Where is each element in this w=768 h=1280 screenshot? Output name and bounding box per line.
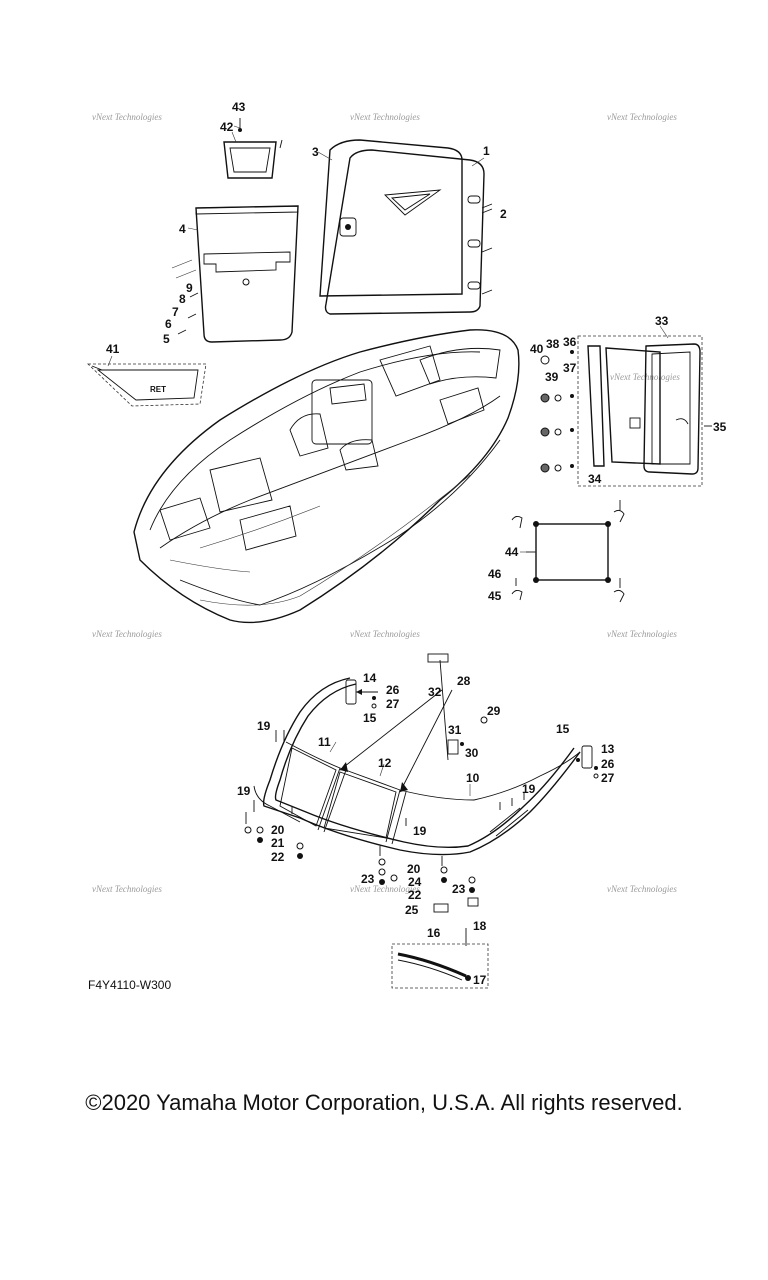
panel-label: RET [150, 385, 166, 394]
watermark: vNext Technologies [350, 884, 420, 894]
callout-4: 4 [179, 222, 186, 236]
callout-35: 35 [713, 420, 727, 434]
callout-13: 13 [601, 742, 615, 756]
callout-9: 9 [186, 281, 193, 295]
callout-26: 26 [386, 683, 400, 697]
watermark: vNext Technologies [92, 629, 162, 639]
leader-lines [107, 125, 669, 796]
callout-20: 20 [407, 862, 421, 876]
callout-24: 24 [408, 875, 422, 889]
callout-27: 27 [601, 771, 615, 785]
callout-20: 20 [271, 823, 285, 837]
callout-labels: 1 2 3 4 5 6 7 8 9 10 11 12 13 14 15 15 1… [106, 100, 727, 987]
callout-2: 2 [500, 207, 507, 221]
boat-hull [133, 329, 520, 624]
mat-44 [511, 500, 625, 603]
callout-18: 18 [473, 919, 487, 933]
callout-21: 21 [271, 836, 285, 850]
callout-39: 39 [545, 370, 559, 384]
callout-19: 19 [522, 782, 536, 796]
callout-15: 15 [363, 711, 377, 725]
callout-23: 23 [361, 872, 375, 886]
callout-27: 27 [386, 697, 400, 711]
callout-31: 31 [448, 723, 462, 737]
callout-26: 26 [601, 757, 615, 771]
callout-37: 37 [563, 361, 577, 375]
callout-19: 19 [413, 824, 427, 838]
callout-42: 42 [220, 120, 234, 134]
callout-11: 11 [318, 735, 331, 749]
panel-41: RET [87, 363, 207, 407]
hardware [244, 653, 599, 913]
door-panels-1-3 [319, 139, 493, 315]
callout-5: 5 [163, 332, 170, 346]
watermark: vNext Technologies [607, 629, 677, 639]
callout-6: 6 [165, 317, 172, 331]
callout-1: 1 [483, 144, 490, 158]
watermark: vNext Technologies [350, 112, 420, 122]
callout-36: 36 [563, 335, 577, 349]
watermark: vNext Technologies [350, 629, 420, 639]
callout-16: 16 [427, 926, 441, 940]
watermark: vNext Technologies [607, 112, 677, 122]
callout-28: 28 [457, 674, 471, 688]
callout-43: 43 [232, 100, 246, 114]
storage-bin-4 [171, 205, 299, 343]
callout-14: 14 [363, 671, 377, 685]
windshield-frame [253, 677, 581, 856]
tray-42 [223, 118, 283, 179]
watermark: vNext Technologies [92, 884, 162, 894]
callout-44: 44 [505, 545, 519, 559]
copyright-notice: ©2020 Yamaha Motor Corporation, U.S.A. A… [85, 1090, 683, 1115]
callout-3: 3 [312, 145, 319, 159]
callout-15: 15 [556, 722, 570, 736]
cabin-door-33 [540, 335, 712, 487]
callout-7: 7 [172, 305, 179, 319]
callout-25: 25 [405, 903, 419, 917]
watermark: vNext Technologies [607, 884, 677, 894]
callout-32: 32 [428, 685, 442, 699]
callout-33: 33 [655, 314, 669, 328]
callout-22: 22 [408, 888, 422, 902]
callout-29: 29 [487, 704, 501, 718]
callout-38: 38 [546, 337, 560, 351]
callout-19: 19 [257, 719, 271, 733]
callout-45: 45 [488, 589, 502, 603]
callout-17: 17 [473, 973, 487, 987]
callout-12: 12 [378, 756, 392, 770]
callout-30: 30 [465, 746, 479, 760]
trim-strip-16 [391, 928, 489, 989]
callout-41: 41 [106, 342, 120, 356]
callout-10: 10 [466, 771, 480, 785]
watermark: vNext Technologies [92, 112, 162, 122]
callout-23: 23 [452, 882, 466, 896]
callout-8: 8 [179, 292, 186, 306]
callout-19: 19 [237, 784, 251, 798]
callout-46: 46 [488, 567, 502, 581]
diagram-code: F4Y4110-W300 [88, 978, 172, 992]
callout-22: 22 [271, 850, 285, 864]
callout-40: 40 [530, 342, 544, 356]
callout-34: 34 [588, 472, 602, 486]
